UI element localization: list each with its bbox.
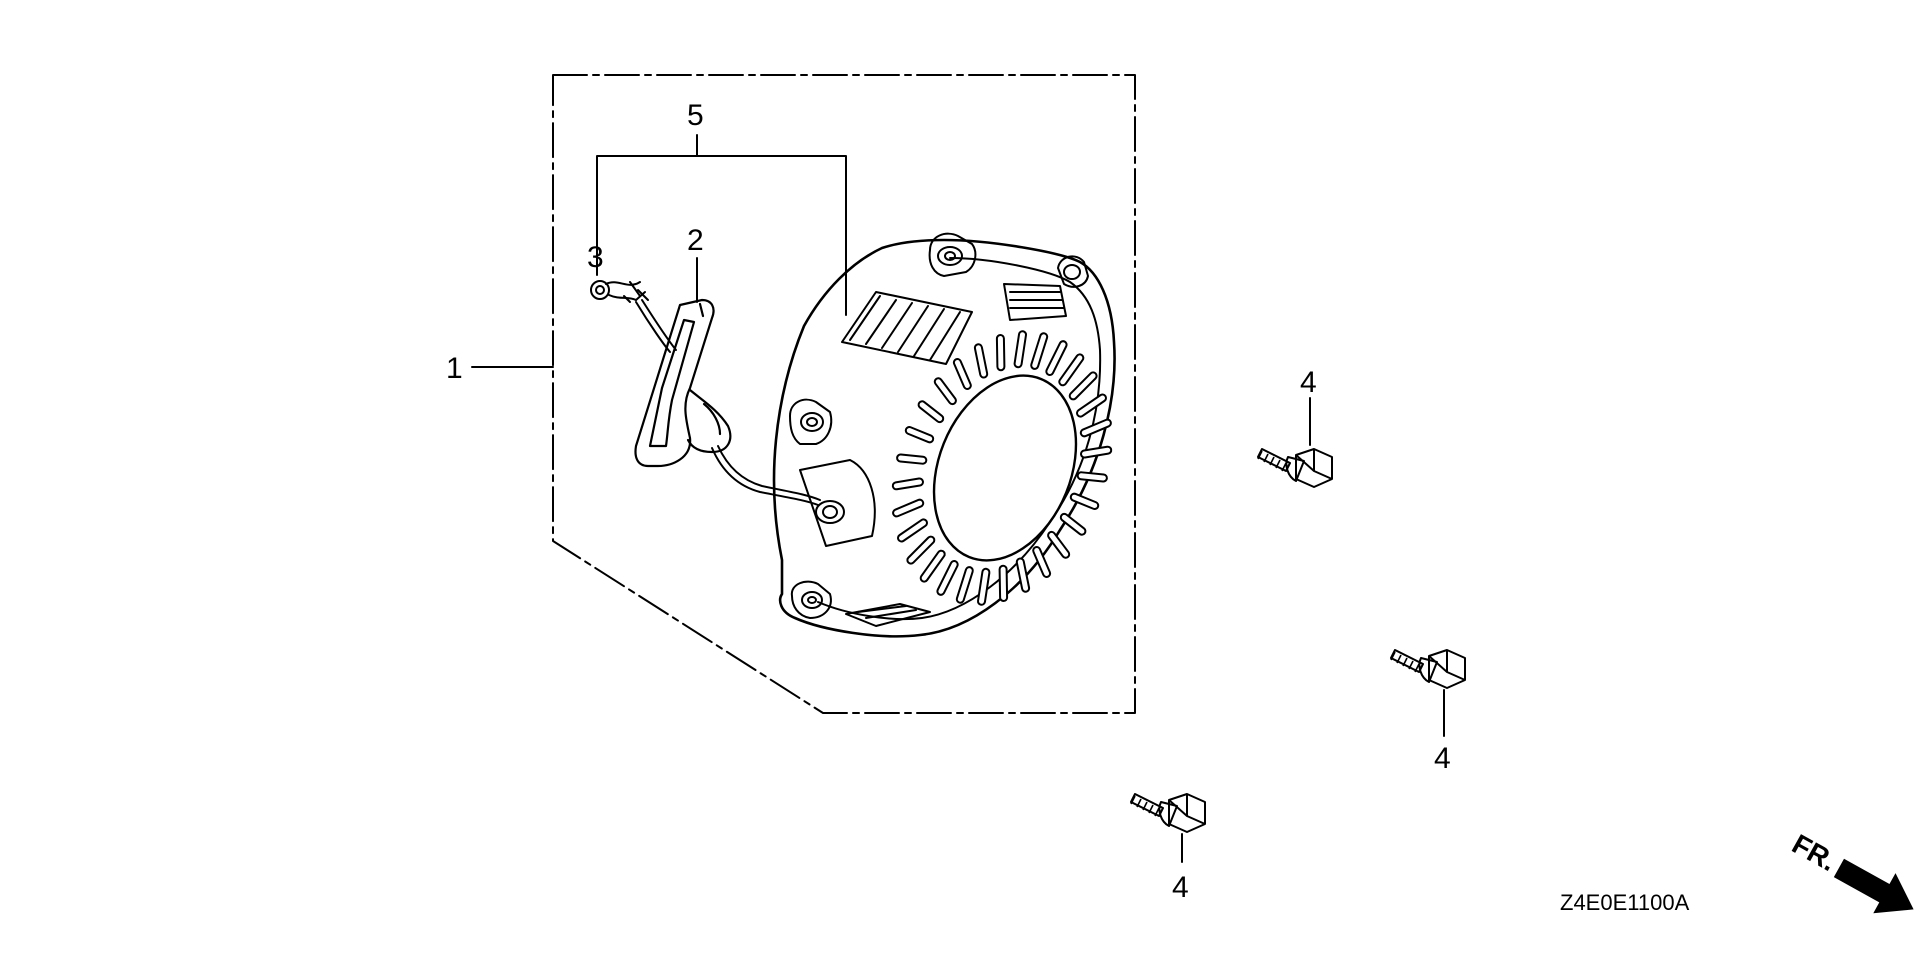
vent-slot-inner bbox=[997, 336, 1004, 370]
louvre-panel-upper bbox=[841, 283, 1067, 365]
flange-bolt-icon bbox=[1130, 793, 1206, 833]
callout-5: 5 bbox=[687, 99, 704, 132]
svg-text:FR.: FR. bbox=[1787, 828, 1841, 877]
vent-slot-inner bbox=[1071, 494, 1098, 508]
vent-slots bbox=[891, 330, 1113, 606]
callout-4-right: 4 bbox=[1434, 742, 1451, 775]
recoil-starter-housing-icon bbox=[772, 232, 1116, 638]
callout-2: 2 bbox=[687, 224, 704, 257]
bracket-5 bbox=[596, 155, 847, 316]
vent-slot-inner bbox=[1017, 559, 1029, 591]
vent-slot-inner bbox=[893, 479, 922, 489]
bolt-thread bbox=[1263, 453, 1269, 463]
bolt-thread bbox=[1408, 660, 1414, 670]
vent-slot-inner bbox=[894, 500, 923, 516]
bolt-thread bbox=[1414, 663, 1420, 673]
vent-slot-inner bbox=[1034, 548, 1050, 576]
bolt-thread bbox=[1148, 804, 1154, 814]
assembly-boundary bbox=[552, 74, 1136, 714]
vent-slot-inner bbox=[1078, 395, 1105, 416]
bolt-outline bbox=[1428, 655, 1448, 673]
vent-slot-inner bbox=[1081, 420, 1110, 436]
rope-knot-icon bbox=[590, 280, 649, 303]
bolt-outline bbox=[1130, 793, 1164, 817]
bolt-thread bbox=[1275, 459, 1281, 469]
callout-1: 1 bbox=[446, 352, 463, 385]
vent-slot-inner bbox=[921, 551, 944, 581]
callout-3: 3 bbox=[587, 241, 604, 274]
bolt-thread bbox=[1281, 462, 1287, 472]
bolt-thread bbox=[1390, 651, 1396, 661]
bolt-thread bbox=[1257, 450, 1263, 460]
bolt-outline bbox=[1158, 801, 1178, 827]
bolt-outline bbox=[1168, 799, 1188, 817]
mounting-boss-right bbox=[1057, 255, 1089, 288]
vent-slot-inner bbox=[938, 562, 957, 594]
vent-slot-inner bbox=[954, 360, 970, 388]
bolt-thread bbox=[1130, 795, 1136, 805]
vent-slot-inner bbox=[1070, 373, 1096, 399]
bolt-outline bbox=[1418, 657, 1438, 683]
vent-slot-inner bbox=[975, 345, 987, 377]
vent-slot-inner bbox=[957, 568, 972, 602]
vent-slot-inner bbox=[1082, 447, 1111, 457]
bolt-outline bbox=[1285, 456, 1305, 482]
vent-slot-inner bbox=[1061, 514, 1085, 534]
vent-slot-inner bbox=[1015, 332, 1025, 367]
bolt-thread bbox=[1402, 657, 1408, 667]
mounting-boss-bottom bbox=[790, 580, 832, 619]
bolt-thread bbox=[1269, 456, 1275, 466]
bolt-thread bbox=[1154, 807, 1160, 817]
callout-4-upper: 4 bbox=[1300, 366, 1317, 399]
bolt-thread bbox=[1142, 801, 1148, 811]
vent-slot-inner bbox=[919, 402, 943, 422]
callout-4-lower: 4 bbox=[1172, 871, 1189, 904]
vent-slot-inner bbox=[1049, 532, 1069, 557]
bolt-thread bbox=[1396, 654, 1402, 664]
vent-slot-inner bbox=[1060, 355, 1083, 385]
bolt-outline bbox=[1295, 454, 1315, 472]
flange-bolt-icon bbox=[1390, 649, 1466, 689]
vent-slot-inner bbox=[899, 520, 926, 541]
starter-rope bbox=[635, 299, 821, 506]
bolt-outline bbox=[1390, 649, 1424, 673]
center-opening bbox=[932, 374, 1078, 562]
vent-slot-inner bbox=[935, 379, 955, 404]
vent-slot-inner bbox=[1000, 566, 1007, 600]
drawing-code: Z4E0E1100A bbox=[1560, 890, 1690, 915]
mounting-boss-left bbox=[789, 398, 833, 445]
bolt-thread bbox=[1136, 798, 1142, 808]
vent-slot-inner bbox=[1047, 342, 1066, 374]
rope-outlet bbox=[799, 459, 876, 547]
vent-slot-inner bbox=[908, 537, 934, 563]
bolt-outline bbox=[1257, 448, 1291, 472]
vent-slot-inner bbox=[906, 428, 933, 442]
vent-slot-inner bbox=[898, 455, 926, 463]
vent-slot-inner bbox=[979, 569, 989, 604]
louvre-panel-lower bbox=[845, 603, 931, 627]
front-arrow-icon: FR. bbox=[1787, 828, 1914, 914]
mounting-boss-top bbox=[928, 232, 977, 277]
starter-grip-icon bbox=[634, 298, 732, 468]
flange-bolt-icon bbox=[1257, 448, 1333, 488]
vent-slot-inner bbox=[1078, 473, 1106, 481]
vent-slot-inner bbox=[1032, 334, 1047, 368]
